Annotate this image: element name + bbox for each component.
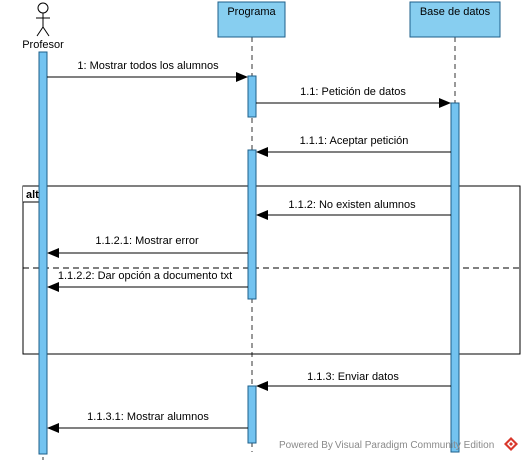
message-label: 1: Mostrar todos los alumnos (77, 60, 219, 72)
message-1-1-2[interactable]: 1.1.2: No existen alumnos (256, 199, 451, 220)
activation-profesor (38, 51, 48, 455)
activation-programa-3 (247, 385, 257, 444)
message-label: 1.1.3.1: Mostrar alumnos (87, 411, 209, 423)
activation-programa-2 (247, 149, 257, 300)
message-label: 1.1.1: Aceptar petición (300, 135, 409, 147)
message-1-1[interactable]: 1.1: Petición de datos (256, 86, 451, 108)
message-1-1-2-1[interactable]: 1.1.2.1: Mostrar error (47, 235, 248, 258)
participant-base-de-datos[interactable]: Base de datos (409, 1, 501, 38)
actor-profesor[interactable]: Profesor (22, 2, 64, 51)
activation-programa-1 (247, 75, 257, 118)
stick-figure-icon (36, 2, 50, 37)
message-1[interactable]: 1: Mostrar todos los alumnos (47, 60, 248, 82)
fragment-frame (22, 185, 521, 355)
message-label: 1.1.3: Enviar datos (307, 371, 399, 383)
powered-by-footer: Powered By Visual Paradigm Community Edi… (279, 440, 495, 451)
message-1-1-3[interactable]: 1.1.3: Enviar datos (256, 371, 451, 391)
message-1-1-2-2[interactable]: 1.1.2.2: Dar opción a documento txt (47, 270, 248, 292)
activation-base-de-datos (450, 102, 460, 453)
participant-box (409, 1, 501, 38)
participant-name: Base de datos (420, 6, 491, 18)
participant-name: Programa (227, 6, 276, 18)
fragment-operator: alt (26, 189, 39, 201)
message-label: 1.1: Petición de datos (300, 86, 406, 98)
participant-programa[interactable]: Programa (217, 1, 286, 38)
message-1-1-3-1[interactable]: 1.1.3.1: Mostrar alumnos (47, 411, 248, 433)
visual-paradigm-logo-icon (504, 437, 518, 451)
actor-name: Profesor (22, 39, 64, 51)
alt-fragment[interactable]: alt (22, 185, 521, 355)
message-label: 1.1.2.2: Dar opción a documento txt (58, 270, 232, 282)
participant-box (217, 1, 286, 38)
message-label: 1.1.2.1: Mostrar error (95, 235, 199, 247)
message-label: 1.1.2: No existen alumnos (288, 199, 416, 211)
message-1-1-1[interactable]: 1.1.1: Aceptar petición (256, 135, 451, 157)
